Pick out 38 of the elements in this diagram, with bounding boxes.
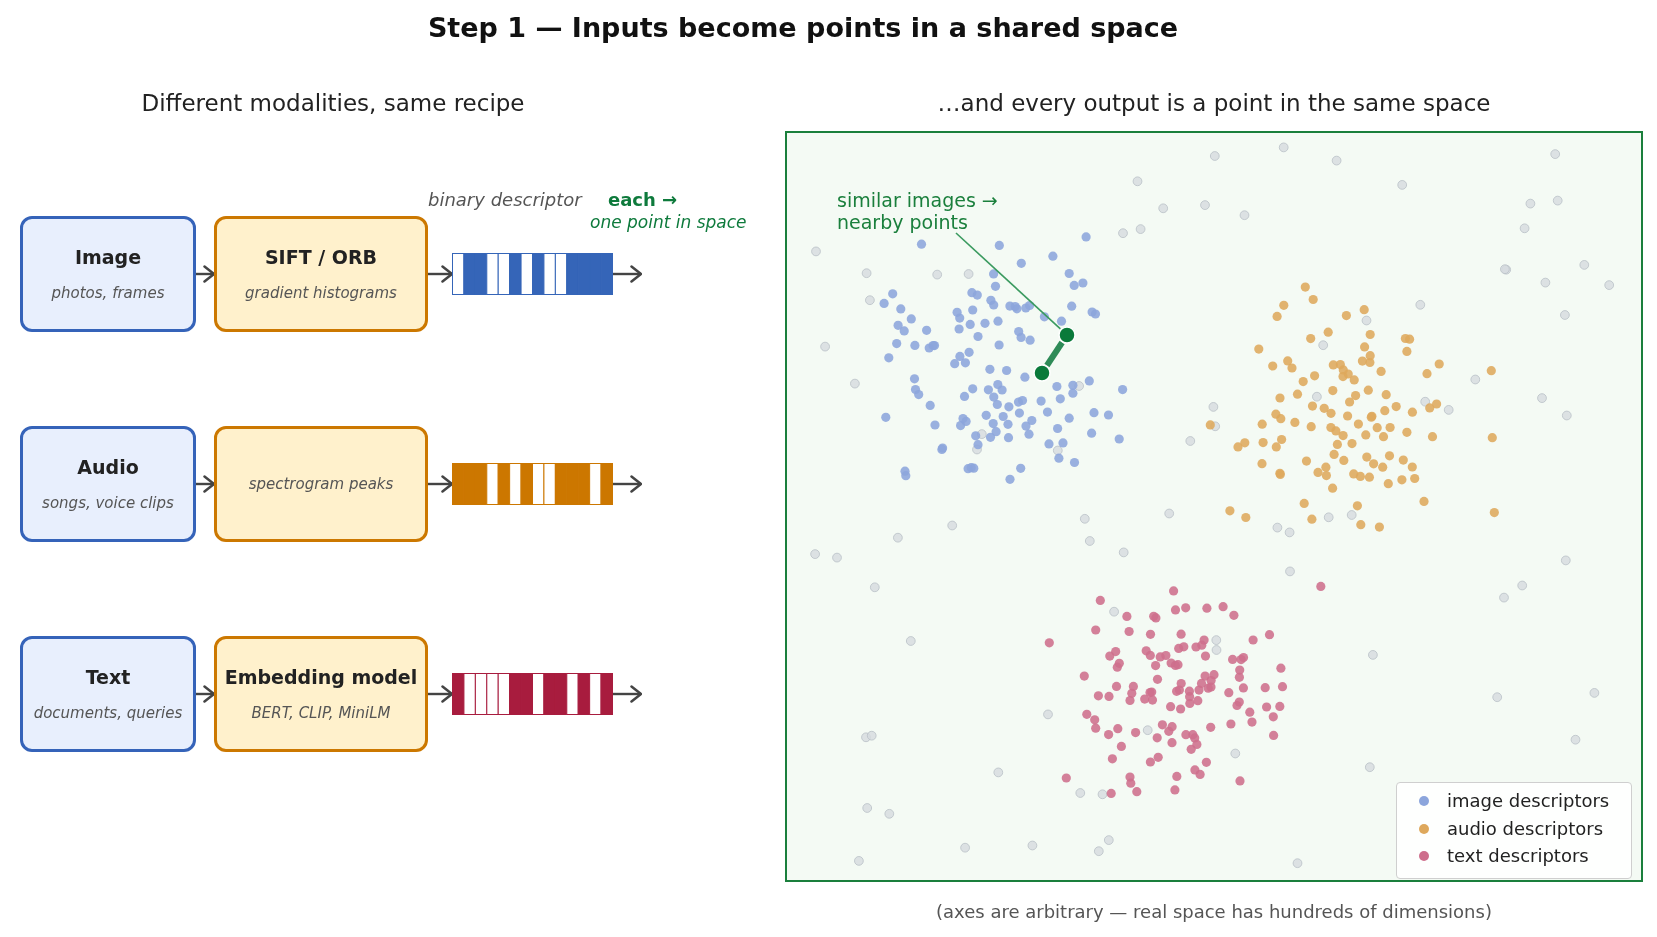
box-title: Audio [77, 456, 139, 479]
process-box [214, 216, 428, 332]
box-title: SIFT / ORB [264, 246, 378, 269]
arrow [428, 475, 454, 493]
panel-heading: …and every output is a point in the same space [937, 89, 1491, 117]
input-box [20, 426, 196, 542]
legend-label: audio descriptors [1447, 817, 1604, 840]
arrow [613, 475, 643, 493]
barcode-icon [452, 673, 613, 715]
arrow [613, 685, 643, 703]
box-subtitle: spectrogram peaks [248, 475, 394, 493]
descriptor-caption: binary descriptor [428, 189, 582, 211]
barcode-icon [452, 463, 613, 505]
box-title: Text [85, 666, 131, 689]
box-subtitle: gradient histograms [245, 284, 397, 302]
box-title: Image [74, 246, 142, 269]
box-subtitle: documents, queries [33, 704, 183, 722]
arrow [428, 265, 454, 283]
input-box [20, 636, 196, 752]
legend-label: image descriptors [1447, 790, 1610, 812]
arrow [428, 685, 454, 703]
barcode-icon [452, 253, 613, 295]
box-subtitle: photos, frames [51, 284, 165, 302]
arrow [196, 685, 216, 703]
footnote: (axes are arbitrary — real space has hundreds of dimensions) [936, 901, 1492, 923]
descriptor-note: each → one point in space [590, 189, 748, 233]
box-title: Embedding model [224, 666, 418, 689]
legend-label: text descriptors [1447, 845, 1589, 867]
process-box [214, 636, 428, 752]
process-box [214, 426, 428, 542]
arrow [613, 265, 643, 283]
box-subtitle: songs, voice clips [42, 494, 174, 512]
input-box [20, 216, 196, 332]
box-subtitle: BERT, CLIP, MiniLM [251, 704, 391, 722]
arrow [196, 475, 216, 493]
section-heading: Different modalities, same recipe [141, 89, 525, 117]
arrow [196, 265, 216, 283]
diagram-title: Step 1 — Inputs become points in a shared space [427, 12, 1179, 44]
